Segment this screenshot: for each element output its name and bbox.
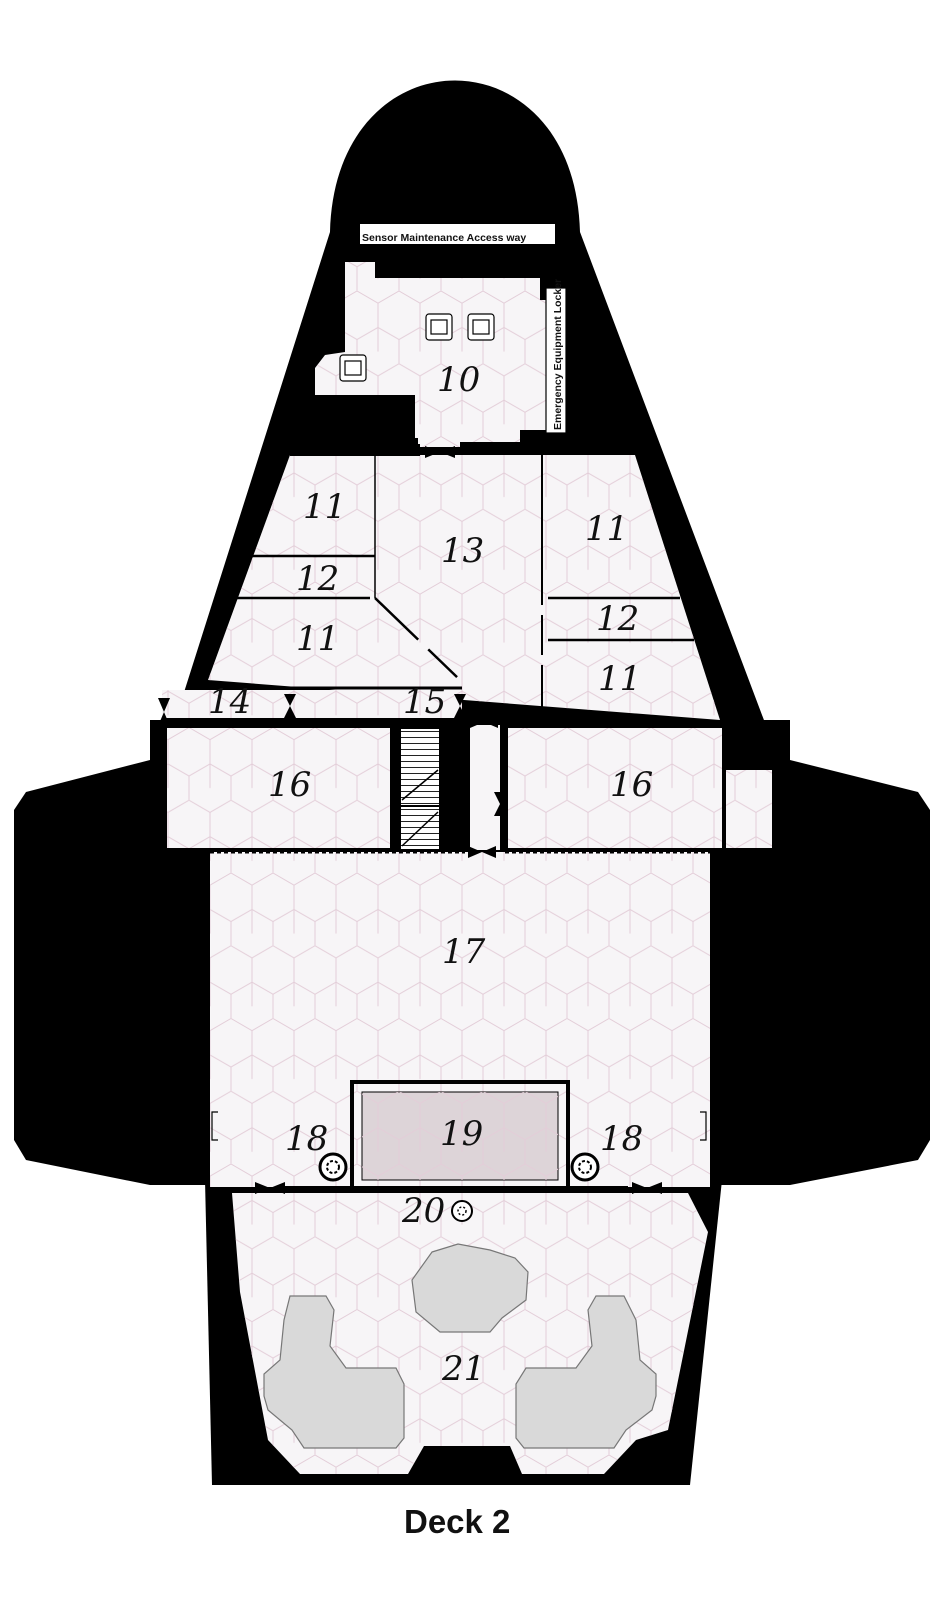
room-11-lower-right-label: 11 — [598, 659, 641, 699]
room-18-left-label: 18 — [285, 1119, 328, 1159]
hull-left-wing — [14, 760, 215, 1185]
room-11-upper-right-label: 11 — [585, 509, 628, 549]
room-14-label: 14 — [208, 682, 251, 722]
room-10-label: 10 — [437, 360, 480, 400]
central-hallway-floor — [470, 725, 500, 850]
room-18-right-label: 18 — [600, 1119, 643, 1159]
engine-block-center — [411, 1243, 529, 1333]
room-20-label: 20 — [401, 1191, 445, 1231]
room-13-label: 13 — [441, 531, 484, 571]
room-12-left-label: 12 — [296, 559, 339, 599]
engine-block-right — [515, 1295, 657, 1449]
spiral-lift-20 — [451, 1200, 473, 1222]
door-hallway-bottom — [468, 846, 496, 858]
door-16-right — [494, 792, 506, 816]
room-17-label: 17 — [442, 932, 486, 972]
emergency-locker-label: Emergency Equipment Locker — [552, 279, 564, 430]
door-corridor-15 — [454, 694, 466, 718]
room-12-right-label: 12 — [596, 599, 639, 639]
sensor-access-floor — [360, 224, 555, 244]
spiral-lift-right — [570, 1152, 600, 1182]
furniture — [339, 313, 495, 382]
chair-left — [425, 313, 453, 341]
door-corridor-14-west — [158, 698, 170, 726]
room-19-feature — [350, 1080, 570, 1190]
walls — [162, 254, 726, 1190]
deck-title: Deck 2 — [404, 1503, 510, 1540]
door-corridor-14-mid — [284, 694, 296, 718]
door-room-10 — [425, 446, 455, 458]
door-aft-left — [255, 1182, 285, 1194]
engine-block-left — [263, 1295, 405, 1449]
emergency-locker-floor — [546, 288, 566, 433]
room-16-left-label: 16 — [268, 765, 311, 805]
chair-corner — [339, 354, 367, 382]
door-stairs-lower — [454, 814, 466, 838]
room-11-upper-left-label: 11 — [303, 487, 346, 527]
door-hallway-top — [470, 716, 498, 728]
room-16-right-label: 16 — [610, 765, 653, 805]
stairwell — [399, 727, 468, 851]
room-15-label: 15 — [403, 682, 446, 722]
chair-right — [467, 313, 495, 341]
room-19-label: 19 — [440, 1114, 483, 1154]
room-21-label: 21 — [441, 1349, 485, 1389]
sensor-access-label: Sensor Maintenance Access way — [362, 232, 526, 244]
stairs-upper — [399, 727, 441, 807]
spiral-lift-left — [318, 1152, 348, 1182]
door-aft-right — [632, 1182, 662, 1194]
hull-right-wing — [705, 760, 930, 1185]
engine-blocks — [263, 1243, 657, 1449]
doors — [158, 446, 662, 1194]
room-11-lower-left-label: 11 — [296, 619, 339, 659]
